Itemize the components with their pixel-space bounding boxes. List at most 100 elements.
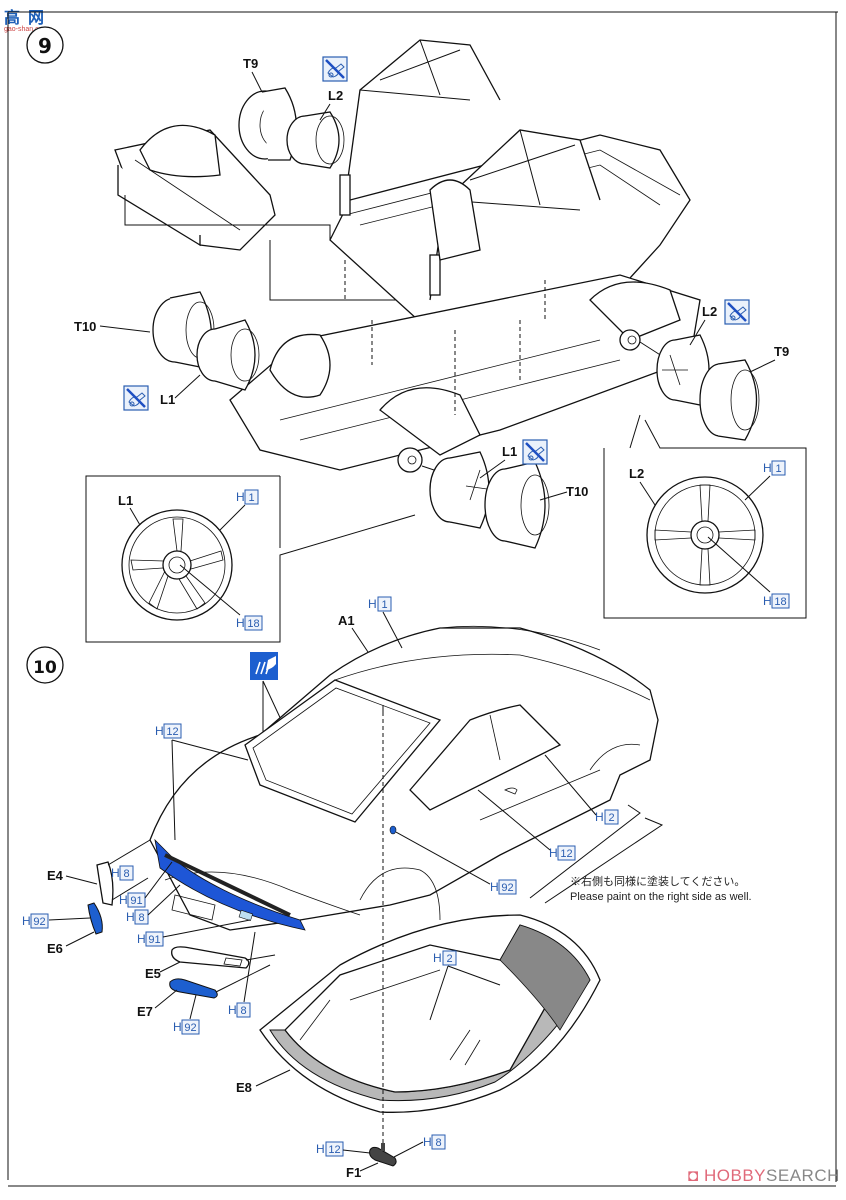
label-a1: A1	[338, 613, 355, 628]
callout-h18-l1: H 18	[236, 615, 263, 631]
svg-text:91: 91	[148, 934, 160, 946]
svg-text:2: 2	[446, 953, 452, 965]
callout-h8-mirror: H 8	[423, 1134, 446, 1150]
svg-text:92: 92	[33, 916, 45, 928]
window-glass-e8	[259, 914, 601, 1113]
svg-text:H: H	[433, 951, 442, 965]
label-l1-bottom: L1	[502, 444, 517, 459]
page-frame	[7, 11, 838, 1187]
svg-text:H: H	[155, 724, 164, 738]
wheel-l1-bottom	[429, 451, 495, 529]
svg-text:8: 8	[240, 1005, 246, 1017]
no-glue-icon	[521, 438, 549, 466]
svg-text:8: 8	[138, 912, 144, 924]
svg-text:H: H	[236, 490, 245, 504]
step-10-marker: 10	[26, 646, 64, 684]
svg-text:H: H	[763, 594, 772, 608]
callout-h92-e6: H 92	[22, 913, 49, 929]
svg-text:91: 91	[130, 895, 142, 907]
svg-text:H: H	[173, 1020, 182, 1034]
svg-text:H: H	[236, 616, 245, 630]
svg-text:18: 18	[774, 596, 786, 608]
svg-text:2: 2	[608, 812, 614, 824]
svg-text:12: 12	[560, 848, 572, 860]
label-t9-right: T9	[774, 344, 789, 359]
svg-text:8: 8	[435, 1137, 441, 1149]
step-10-number: 10	[33, 658, 57, 678]
callout-h91-bumper: H 91	[137, 931, 164, 947]
step-9-marker: 9	[26, 26, 64, 64]
callout-h1-l1: H 1	[236, 489, 259, 505]
svg-text:1: 1	[775, 463, 781, 475]
label-t10-left: T10	[74, 319, 96, 334]
decal-icon	[250, 652, 278, 680]
label-l2-detail: L2	[629, 466, 644, 481]
callout-h8-grille: H 8	[126, 909, 149, 925]
svg-text:H: H	[119, 893, 128, 907]
watermark: 高网 gao-shan.com	[4, 4, 74, 34]
callout-h1-body: H 1	[368, 596, 392, 612]
callout-h1-l2: H 1	[763, 460, 786, 476]
watermark-url: gao-shan.com	[4, 26, 49, 33]
callout-h92-e7: H 92	[173, 1019, 200, 1035]
svg-text:H: H	[316, 1142, 325, 1156]
label-e7: E7	[137, 1004, 153, 1019]
brand-red: HOBBY	[704, 1166, 767, 1185]
hobby-search-watermark: ◘ HOBBYSEARCH	[688, 1166, 840, 1186]
hub-right	[619, 329, 641, 351]
label-t10-bottom: T10	[566, 484, 588, 499]
no-glue-icon	[122, 384, 150, 412]
label-e6: E6	[47, 941, 63, 956]
label-l2-right: L2	[702, 304, 717, 319]
svg-text:92: 92	[184, 1022, 196, 1034]
svg-text:H: H	[490, 880, 499, 894]
label-e5: E5	[145, 966, 161, 981]
paint-note: ※右側も同様に塗装してください。 Please paint on the rig…	[570, 875, 752, 905]
svg-text:H: H	[368, 597, 377, 611]
callout-h2-window: H 2	[595, 809, 619, 825]
svg-text:H: H	[595, 810, 604, 824]
label-e4: E4	[47, 868, 64, 883]
part-e4	[96, 861, 114, 906]
svg-text:H: H	[763, 461, 772, 475]
svg-text:H: H	[549, 846, 558, 860]
no-glue-icon	[321, 55, 349, 83]
svg-text:92: 92	[501, 882, 513, 894]
callout-h18-l2: H 18	[763, 593, 790, 609]
tire-t10-bottom	[484, 461, 550, 549]
callout-h12-windshield: H 12	[155, 723, 182, 739]
svg-text:H: H	[126, 910, 135, 924]
wheel-l1-left	[196, 319, 260, 391]
callout-h8-e4: H 8	[111, 865, 134, 881]
callout-h92-side: H 92	[490, 879, 517, 895]
chassis-roll-cage	[229, 39, 701, 471]
callout-h91-grille: H 91	[119, 892, 146, 908]
step-9-number: 9	[38, 34, 52, 58]
callout-h12-mirror: H 12	[316, 1141, 344, 1157]
part-f1	[369, 1143, 397, 1167]
callout-h2-glass: H 2	[433, 950, 457, 966]
rear-wing-part	[114, 124, 460, 301]
svg-text:H: H	[22, 914, 31, 928]
part-e5	[171, 946, 250, 969]
label-f1: F1	[346, 1165, 361, 1180]
brand-gray: SEARCH	[766, 1166, 840, 1185]
label-e8: E8	[236, 1080, 252, 1095]
paint-note-en: Please paint on the right side as well.	[570, 891, 752, 903]
watermark-logo: 高网	[4, 10, 53, 27]
label-l1-detail: L1	[118, 493, 133, 508]
callout-h8-bumper: H 8	[228, 1002, 251, 1018]
svg-text:8: 8	[123, 868, 129, 880]
wheel-detail-l2: L2 H 1 H 18	[603, 414, 807, 619]
part-e6	[87, 902, 103, 935]
label-t9-top: T9	[243, 56, 258, 71]
hub-bottom	[397, 447, 423, 473]
part-e7	[169, 978, 218, 999]
svg-text:1: 1	[381, 599, 387, 611]
wheel-l2-top	[286, 111, 345, 169]
no-glue-icon	[723, 298, 751, 326]
svg-text:H: H	[228, 1003, 237, 1017]
callout-h12-side: H 12	[549, 845, 576, 861]
svg-text:12: 12	[328, 1144, 340, 1156]
